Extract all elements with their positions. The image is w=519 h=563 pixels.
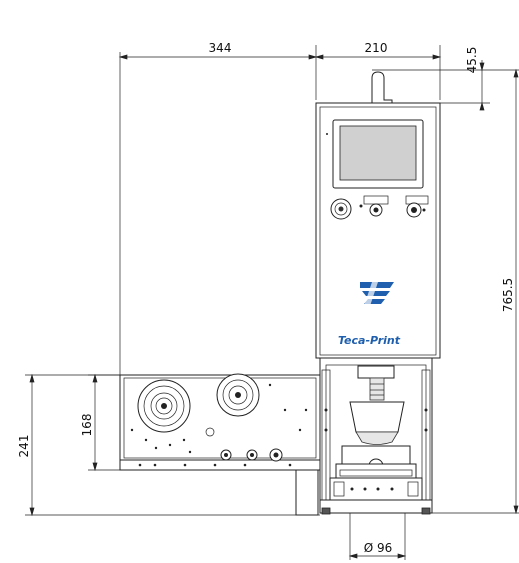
teca-print-logo: [360, 282, 394, 306]
pad-holder: [349, 401, 405, 433]
brand-name: Teca-Print: [338, 334, 401, 347]
dim-height-side-inner: 168: [80, 414, 94, 437]
dim-width-left: 344: [209, 41, 232, 55]
dimension-lines: [25, 45, 519, 560]
reel-right: [216, 373, 260, 417]
reel-left: [137, 379, 191, 433]
pad: [355, 431, 399, 445]
dim-height-side-outer: 241: [17, 435, 31, 458]
side-module: [119, 373, 321, 516]
machine-main-housing: Teca-Print: [315, 71, 441, 359]
dim-height-total: 765.5: [501, 278, 515, 312]
dim-diameter-bottom: Ø 96: [364, 541, 393, 555]
hmi-screen: [339, 125, 417, 181]
dim-width-right: 210: [365, 41, 388, 55]
cable-handle: [371, 71, 393, 105]
print-unit: [319, 357, 433, 515]
dim-height-top-offset: 45.5: [465, 47, 479, 74]
